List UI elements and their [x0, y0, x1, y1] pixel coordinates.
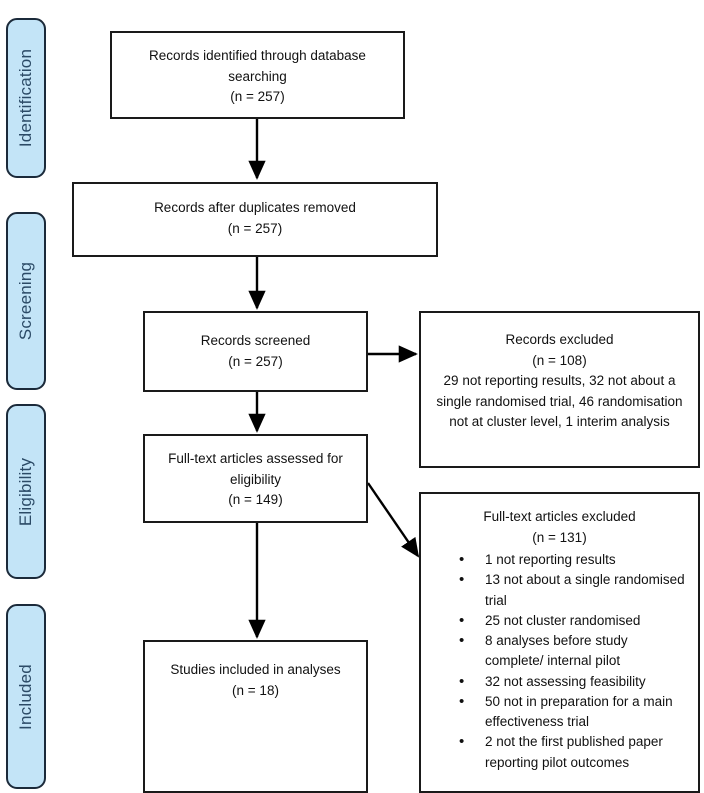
- records-identified-line-1: Records identified through database: [149, 48, 366, 63]
- records-identified-line-2: searching: [228, 68, 287, 84]
- stage-label-included: Included: [16, 663, 35, 730]
- records-after-duplicates-count: (n = 257): [227, 220, 283, 236]
- list-item: 8 analyses before study complete/ intern…: [459, 630, 688, 672]
- box-studies-included: Studies included in analyses (n = 18): [143, 640, 368, 793]
- stage-label-screening: Screening: [16, 261, 36, 341]
- fulltext-excluded-count: (n = 131): [532, 529, 587, 545]
- fulltext-excluded-reason-list: 1 not reporting results 13 not about a s…: [431, 549, 688, 773]
- box-records-screened: Records screened (n = 257): [143, 311, 368, 392]
- stage-label-identification: Identification: [16, 48, 36, 148]
- fulltext-assessed-count: (n = 149): [228, 492, 283, 508]
- list-item: 50 not in preparation for a main effecti…: [459, 691, 688, 733]
- studies-included-count: (n = 18): [232, 682, 279, 698]
- list-item: 25 not cluster randomised: [459, 610, 688, 633]
- fulltext-excluded-heading: Full-text articles excluded: [483, 509, 636, 524]
- records-screened-line-1: Records screened: [200, 333, 311, 348]
- stage-bar-included: Included: [6, 604, 46, 789]
- records-excluded-heading: Records excluded: [505, 332, 614, 347]
- list-item: 2 not the first published paper reportin…: [459, 731, 688, 773]
- studies-included-line-1: Studies included in analyses: [170, 662, 341, 677]
- records-excluded-reason-line-3: not at cluster level, 1 interim analysis: [449, 414, 670, 430]
- box-fulltext-assessed: Full-text articles assessed for eligibil…: [143, 434, 368, 523]
- box-records-excluded: Records excluded (n = 108) 29 not report…: [419, 311, 700, 468]
- records-identified-count: (n = 257): [230, 89, 285, 105]
- list-item: 1 not reporting results: [459, 549, 688, 572]
- fulltext-assessed-line-1: Full-text articles assessed for: [168, 451, 343, 466]
- list-item: 13 not about a single randomised trial: [459, 569, 688, 611]
- records-screened-count: (n = 257): [228, 353, 283, 369]
- records-excluded-count: (n = 108): [532, 352, 587, 368]
- fulltext-assessed-line-2: eligibility: [229, 471, 282, 487]
- box-fulltext-excluded: Full-text articles excluded (n = 131) 1 …: [419, 492, 700, 793]
- box-records-after-duplicates: Records after duplicates removed (n = 25…: [72, 182, 438, 257]
- records-after-duplicates-line-1: Records after duplicates removed: [154, 200, 356, 215]
- stage-bar-identification: Identification: [6, 18, 46, 178]
- stage-label-eligibility: Eligibility: [16, 457, 35, 526]
- list-item: 32 not assessing feasibility: [459, 671, 688, 694]
- records-excluded-reason-line-1: 29 not reporting results, 32 not about a: [443, 373, 676, 389]
- records-excluded-reason-line-2: single randomised trial, 46 randomisatio…: [436, 393, 683, 409]
- stage-bar-eligibility: Eligibility: [6, 404, 46, 579]
- box-records-identified: Records identified through database sear…: [110, 31, 405, 119]
- stage-bar-screening: Screening: [6, 212, 46, 390]
